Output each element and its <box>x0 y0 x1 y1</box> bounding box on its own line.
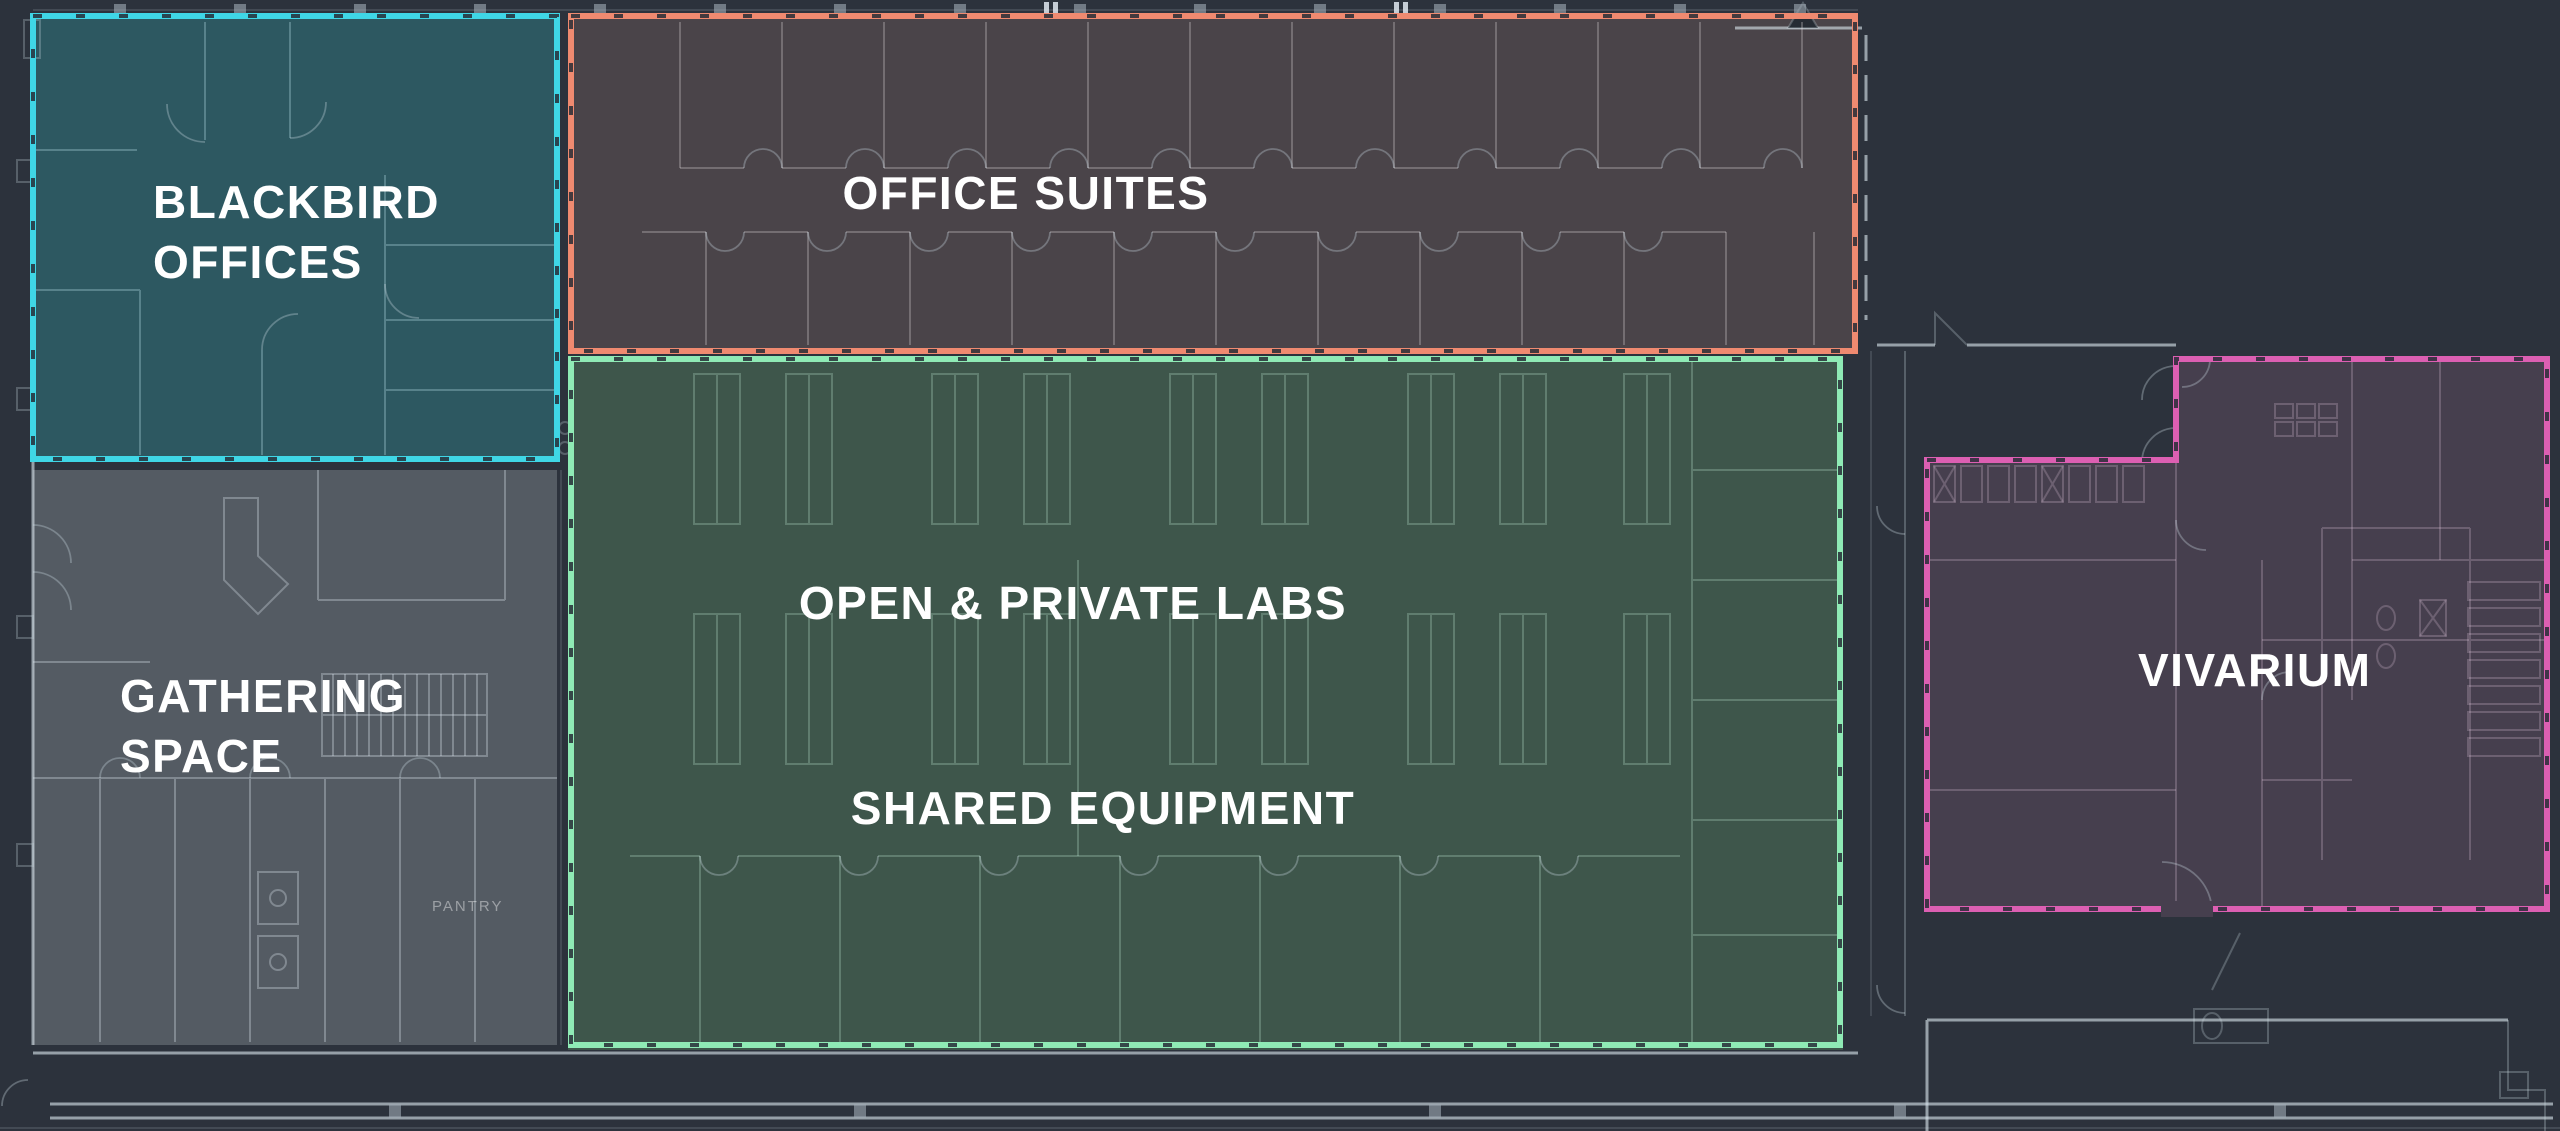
zone-label-line: OFFICES <box>153 236 363 288</box>
gathering-space-interior-walls <box>32 470 557 1042</box>
zone-label-line: OPEN & PRIVATE LABS <box>798 577 1348 629</box>
zone-office-suites-area <box>568 16 1858 351</box>
labs-border <box>568 356 1843 1048</box>
zone-borders <box>30 13 2550 1048</box>
zone-gathering-space-area <box>33 470 557 1045</box>
blackbird-offices-interior-walls <box>33 22 557 455</box>
zone-label-line: VIVARIUM <box>2138 644 2372 696</box>
zone-blackbird-offices-area <box>33 16 557 462</box>
vivarium-border-door-gap <box>2161 901 2213 917</box>
zone-label-gathering-space: GATHERING SPACE <box>120 666 406 786</box>
zone-label-shared-equipment: SHARED EQUIPMENT <box>851 778 1355 838</box>
zone-label-office-suites: OFFICE SUITES <box>842 163 1209 223</box>
zone-vivarium-area <box>1924 356 2550 912</box>
zone-label-line: GATHERING <box>120 670 407 722</box>
column-ticks-bottom <box>389 1104 2286 1118</box>
zone-open-private-labs-area <box>568 356 1843 1050</box>
zone-label-blackbird-offices: BLACKBIRD OFFICES <box>153 172 440 292</box>
zone-label-vivarium: VIVARIUM <box>2138 640 2372 700</box>
zone-label-line: OFFICE SUITES <box>842 167 1210 219</box>
labs-interior-benches <box>630 362 1840 1048</box>
zone-label-open-private-labs: OPEN & PRIVATE LABS <box>799 573 1347 633</box>
zone-label-line: BLACKBIRD <box>153 176 440 228</box>
zone-label-line: SPACE <box>120 730 283 782</box>
room-annotation-pantry: PANTRY <box>432 898 504 915</box>
zone-fills <box>33 16 2550 1050</box>
vivarium-interior-walls <box>1924 356 2550 913</box>
vivarium-cage-racks <box>1933 403 2541 757</box>
vivarium-border <box>1924 356 2550 912</box>
zone-label-line: SHARED EQUIPMENT <box>850 782 1356 834</box>
office-suites-interior-walls <box>642 22 1815 345</box>
